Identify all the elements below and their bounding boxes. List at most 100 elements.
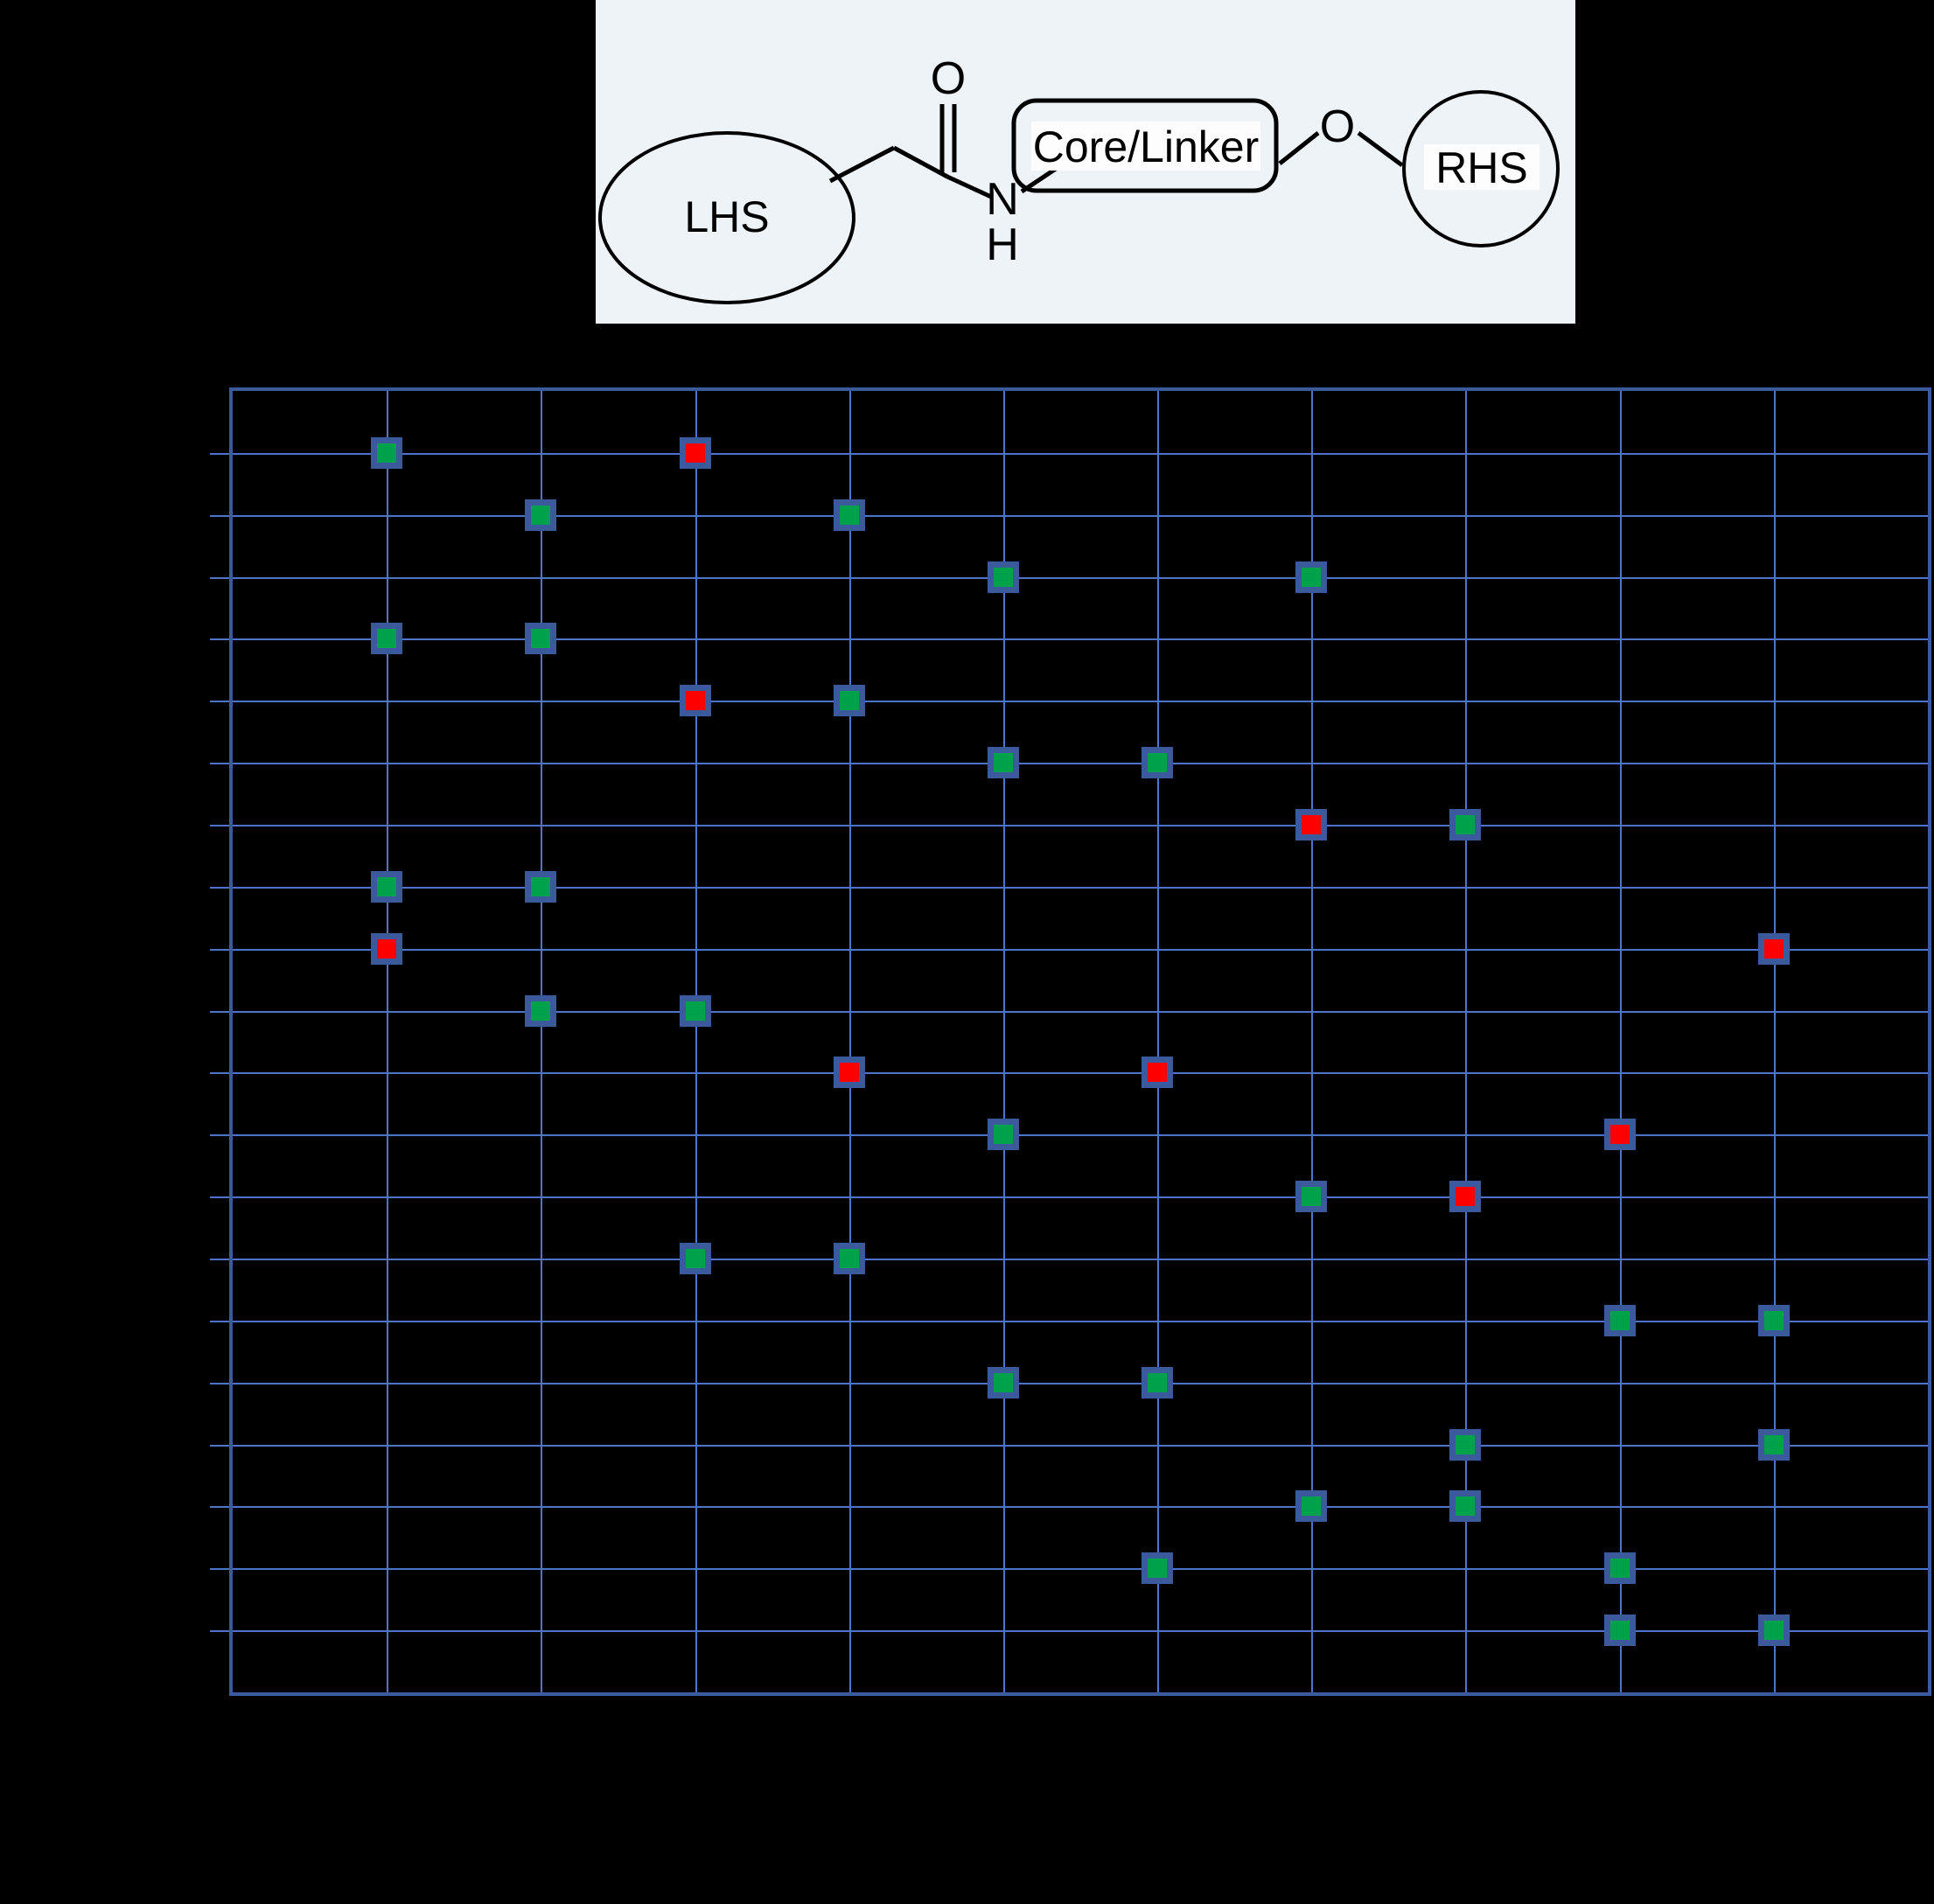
y-axis-tick xyxy=(210,1444,229,1447)
grid-line-horizontal xyxy=(233,1320,1928,1322)
data-point-green[interactable] xyxy=(987,1366,1019,1398)
grid-line-horizontal xyxy=(233,1196,1928,1199)
amide-n-text: N xyxy=(986,174,1019,225)
data-point-green[interactable] xyxy=(987,747,1019,779)
data-point-red[interactable] xyxy=(1449,1181,1482,1213)
data-point-green[interactable] xyxy=(525,994,557,1027)
y-axis-tick xyxy=(210,1568,229,1571)
scheme-panel: LHS O N H Core/Linker O RHS xyxy=(596,0,1575,324)
y-axis-tick xyxy=(210,1134,229,1137)
data-point-green[interactable] xyxy=(1295,1181,1328,1213)
ether-o-text: O xyxy=(1320,101,1355,152)
core-linker-label-text: Core/Linker xyxy=(1033,122,1259,171)
grid-line-vertical xyxy=(1619,391,1622,1692)
data-point-red[interactable] xyxy=(371,932,403,965)
grid-line-vertical xyxy=(387,391,389,1692)
y-axis-tick xyxy=(210,1320,229,1322)
data-point-green[interactable] xyxy=(987,561,1019,593)
y-axis-tick xyxy=(210,948,229,951)
grid-line-horizontal xyxy=(233,1506,1928,1509)
data-point-green[interactable] xyxy=(679,1243,711,1274)
data-point-green[interactable] xyxy=(1449,809,1482,840)
grid-line-horizontal xyxy=(233,1568,1928,1571)
bond-o-rhs xyxy=(1357,130,1404,168)
data-point-red[interactable] xyxy=(833,1057,865,1089)
data-point-red[interactable] xyxy=(1142,1057,1174,1089)
grid-line-vertical xyxy=(1773,391,1776,1692)
data-point-green[interactable] xyxy=(987,1119,1019,1151)
data-point-green[interactable] xyxy=(833,1243,865,1274)
grid-line-horizontal xyxy=(233,1630,1928,1633)
data-point-green[interactable] xyxy=(1295,1490,1328,1523)
data-point-green[interactable] xyxy=(525,499,557,531)
data-point-green[interactable] xyxy=(1603,1304,1636,1336)
grid-line-vertical xyxy=(1465,391,1468,1692)
grid-line-horizontal xyxy=(233,638,1928,641)
grid-line-horizontal xyxy=(233,825,1928,826)
grid-line-horizontal xyxy=(233,1010,1928,1013)
grid-line-vertical xyxy=(1311,391,1314,1692)
y-axis-tick xyxy=(210,763,229,765)
grid-line-horizontal xyxy=(233,763,1928,765)
data-point-green[interactable] xyxy=(1603,1615,1636,1647)
grid-line-horizontal xyxy=(233,886,1928,889)
data-point-green[interactable] xyxy=(371,436,403,469)
y-axis-tick xyxy=(210,1010,229,1013)
data-point-green[interactable] xyxy=(1757,1304,1790,1336)
data-point-green[interactable] xyxy=(1142,1366,1174,1398)
scheme-svg: LHS O N H Core/Linker O RHS xyxy=(598,53,1560,304)
y-axis-tick xyxy=(210,576,229,579)
grid-line-horizontal xyxy=(233,1072,1928,1075)
data-point-red[interactable] xyxy=(679,436,711,469)
lhs-ellipse xyxy=(598,131,855,304)
lhs-label-text: LHS xyxy=(684,192,769,241)
bond-core-o xyxy=(1278,131,1320,165)
grid-line-vertical xyxy=(1157,391,1160,1692)
grid-line-horizontal xyxy=(233,948,1928,951)
data-point-green[interactable] xyxy=(1295,561,1328,593)
grid-line-horizontal xyxy=(233,1259,1928,1260)
grid-line-horizontal xyxy=(233,1382,1928,1384)
y-axis-tick xyxy=(210,1630,229,1633)
data-point-green[interactable] xyxy=(1142,747,1174,779)
data-point-green[interactable] xyxy=(1142,1552,1174,1585)
grid-line-vertical xyxy=(695,391,697,1692)
bond-alpha-carbonyl xyxy=(892,145,949,179)
data-point-red[interactable] xyxy=(679,685,711,717)
data-point-green[interactable] xyxy=(833,685,865,717)
y-axis-tick xyxy=(210,1072,229,1075)
y-axis-tick xyxy=(210,1506,229,1509)
data-point-green[interactable] xyxy=(1757,1428,1790,1461)
data-point-green[interactable] xyxy=(371,870,403,903)
data-point-red[interactable] xyxy=(1295,809,1328,840)
data-point-green[interactable] xyxy=(1449,1428,1482,1461)
grid-line-horizontal xyxy=(233,701,1928,703)
y-axis-tick xyxy=(210,1196,229,1199)
y-axis-tick xyxy=(210,452,229,455)
rhs-circle xyxy=(1402,90,1560,248)
data-point-green[interactable] xyxy=(679,994,711,1027)
grid-line-vertical xyxy=(1002,391,1005,1692)
data-point-red[interactable] xyxy=(1603,1119,1636,1151)
carbonyl-o-text: O xyxy=(931,53,966,104)
grid-line-horizontal xyxy=(233,1444,1928,1447)
data-point-green[interactable] xyxy=(1449,1490,1482,1523)
data-point-green[interactable] xyxy=(1757,1615,1790,1647)
data-point-red[interactable] xyxy=(1757,932,1790,965)
data-point-green[interactable] xyxy=(525,623,557,655)
rhs-label-text: RHS xyxy=(1435,143,1528,192)
data-point-green[interactable] xyxy=(371,623,403,655)
y-axis-tick xyxy=(210,886,229,889)
core-linker-box xyxy=(1011,98,1279,193)
y-axis-tick xyxy=(210,638,229,641)
y-axis-tick xyxy=(210,1259,229,1260)
data-point-green[interactable] xyxy=(525,870,557,903)
bond-lhs-alpha xyxy=(828,145,896,184)
y-axis-tick xyxy=(210,701,229,703)
grid-line-horizontal xyxy=(233,576,1928,579)
y-axis-tick xyxy=(210,1382,229,1384)
scatter-plot xyxy=(210,387,1931,1696)
data-point-green[interactable] xyxy=(833,499,865,531)
grid-line-horizontal xyxy=(233,452,1928,455)
data-point-green[interactable] xyxy=(1603,1552,1636,1585)
